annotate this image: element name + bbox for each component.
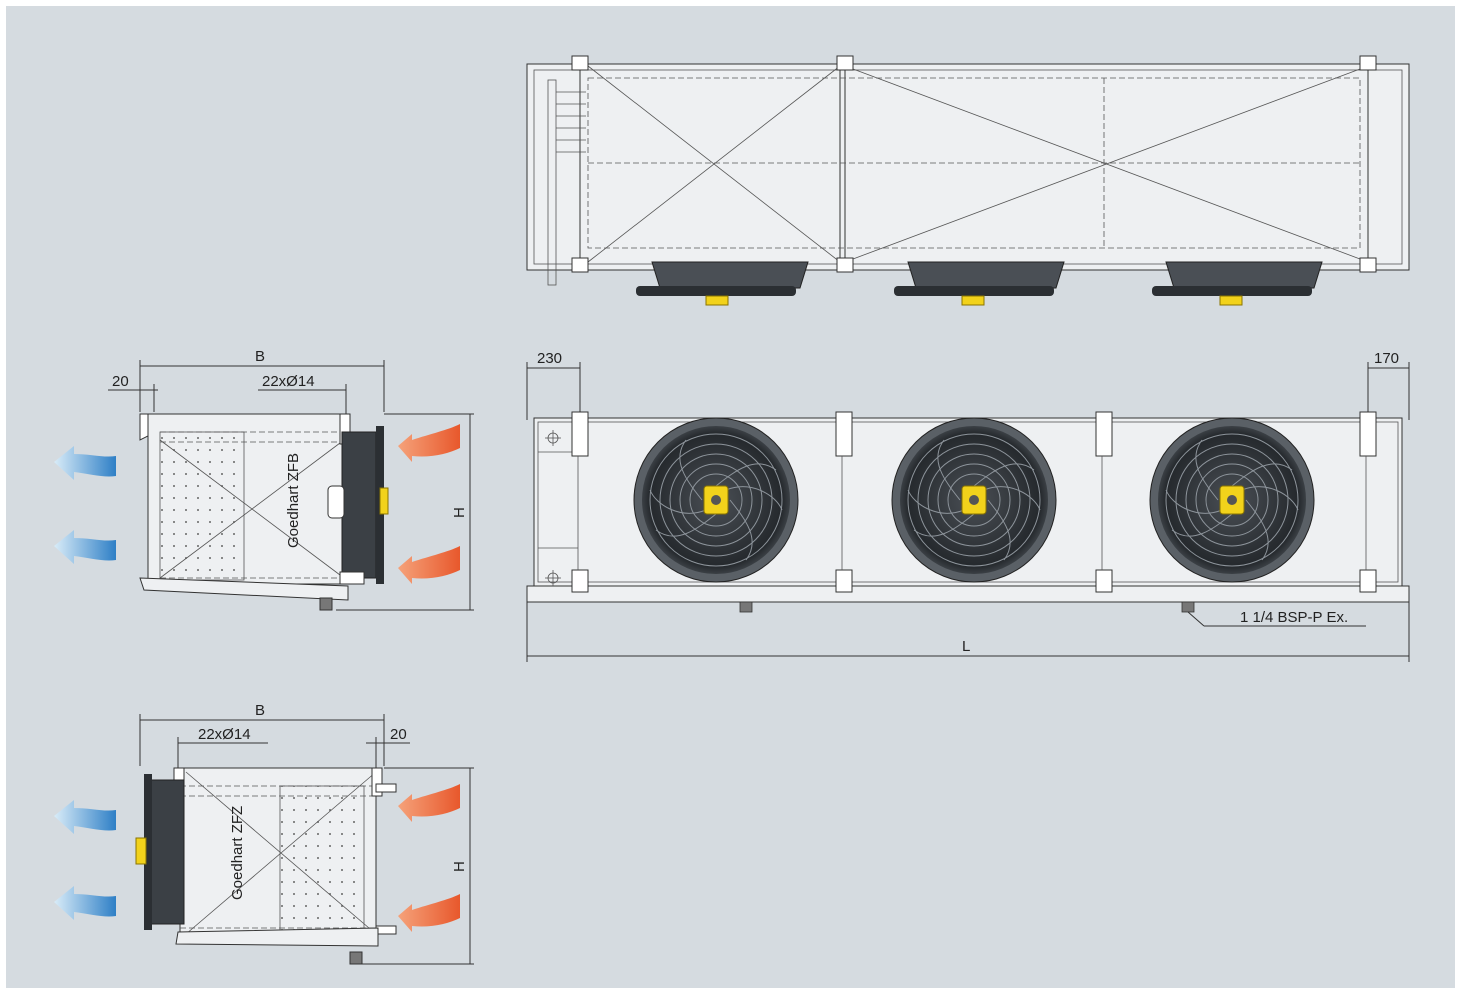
zfz-model-label: Goedhart ZFZ — [229, 806, 246, 900]
fan-icon — [633, 417, 799, 583]
dim-l-label: L — [962, 638, 970, 655]
top-fan-1 — [636, 261, 809, 306]
zfz-dim-h-label: H — [451, 861, 468, 872]
airflow-cold-arrow-icon — [54, 886, 116, 920]
zfb-model-label: Goedhart ZFB — [285, 453, 302, 548]
zfz-dim-b-label: B — [255, 702, 265, 719]
airflow-cold-arrow-icon — [54, 446, 116, 480]
zfb-dim-20-label: 20 — [112, 373, 129, 390]
top-fan-2 — [894, 261, 1065, 306]
airflow-cold-arrow-icon — [54, 530, 116, 564]
top-fan-3 — [1152, 261, 1323, 306]
front-view: 230 170 — [526, 350, 1410, 662]
dim-170-label: 170 — [1374, 350, 1399, 367]
drain-connection-label: 1 1/4 BSP-P Ex. — [1240, 609, 1348, 626]
zfb-dim-holes-label: 22xØ14 — [262, 373, 315, 390]
airflow-warm-arrow-icon — [398, 424, 460, 462]
side-view-zfz: B 22xØ14 20 Goedhart ZFZ H — [54, 702, 474, 965]
airflow-warm-arrow-icon — [398, 784, 460, 822]
top-view — [526, 55, 1410, 306]
lifting-mark-top — [545, 430, 561, 446]
zfb-dim-b-label: B — [255, 348, 265, 365]
fan-icon — [1149, 417, 1315, 583]
zfb-dim-h-label: H — [451, 507, 468, 518]
dim-230-label: 230 — [537, 350, 562, 367]
airflow-cold-arrow-icon — [54, 800, 116, 834]
side-view-zfb: B 20 22xØ14 Goedhart ZFB H — [54, 348, 474, 611]
fan-icon — [891, 417, 1057, 583]
zfz-dim-20-label: 20 — [390, 726, 407, 743]
lifting-mark-bottom — [545, 570, 561, 586]
airflow-warm-arrow-icon — [398, 546, 460, 584]
zfz-dim-holes-label: 22xØ14 — [198, 726, 251, 743]
airflow-warm-arrow-icon — [398, 894, 460, 932]
